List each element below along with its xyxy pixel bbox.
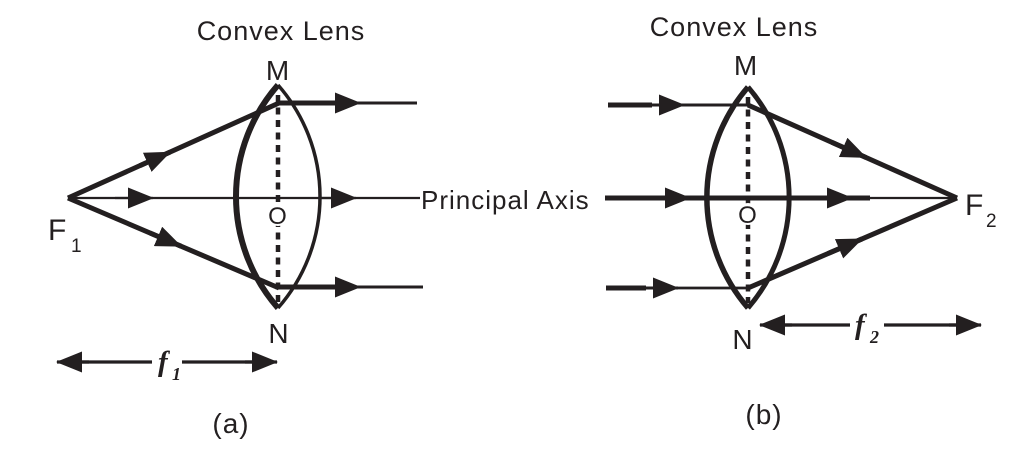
lens-b-right-surface bbox=[746, 85, 792, 310]
focal-length-b-label: f bbox=[855, 309, 868, 341]
lens-b-bottom-label: N bbox=[732, 324, 753, 355]
focal-length-a-subscript: 1 bbox=[172, 364, 181, 384]
panel-a-title: Convex Lens bbox=[197, 16, 366, 46]
panel-b-title: Convex Lens bbox=[650, 12, 819, 42]
lens-a-left-surface bbox=[233, 83, 281, 310]
lens-a-bottom-label: N bbox=[268, 318, 289, 349]
ray-bottom-incoming-a-arrowhead bbox=[149, 226, 182, 249]
panel-b: O f 2 Convex Lens M N F 2 (b) bbox=[605, 12, 998, 430]
ray-top-refracted-b-arrowhead bbox=[830, 137, 868, 160]
ray-bottom-refracted-b-arrowhead bbox=[827, 236, 863, 259]
lens-b-left-surface bbox=[704, 85, 751, 310]
optical-center-a-label: O bbox=[268, 203, 288, 230]
focal-length-b-subscript: 2 bbox=[869, 327, 879, 347]
lens-b-top-label: M bbox=[734, 50, 758, 81]
panel-a: O f 1 Convex Lens M N F 1 (a) bbox=[48, 16, 423, 439]
ray-top-incoming-a bbox=[66, 100, 281, 201]
optical-center-a-backing bbox=[267, 204, 289, 226]
focus-f1-label: F bbox=[48, 214, 67, 247]
lens-a-right-surface bbox=[276, 83, 322, 310]
principal-axis-label: Principal Axis bbox=[421, 185, 590, 215]
focus-f2-subscript: 2 bbox=[986, 211, 998, 232]
panel-b-caption: (b) bbox=[745, 399, 782, 430]
panel-a-caption: (a) bbox=[212, 408, 249, 439]
optical-center-b-backing bbox=[737, 203, 759, 225]
focus-f2-label: F bbox=[965, 189, 984, 222]
focal-length-a-label: f bbox=[158, 346, 171, 378]
focus-f1-subscript: 1 bbox=[71, 236, 83, 257]
lens-a-top-label: M bbox=[266, 55, 290, 86]
ray-top-incoming-a-arrowhead bbox=[138, 149, 172, 172]
optical-center-b-label: O bbox=[738, 202, 758, 229]
